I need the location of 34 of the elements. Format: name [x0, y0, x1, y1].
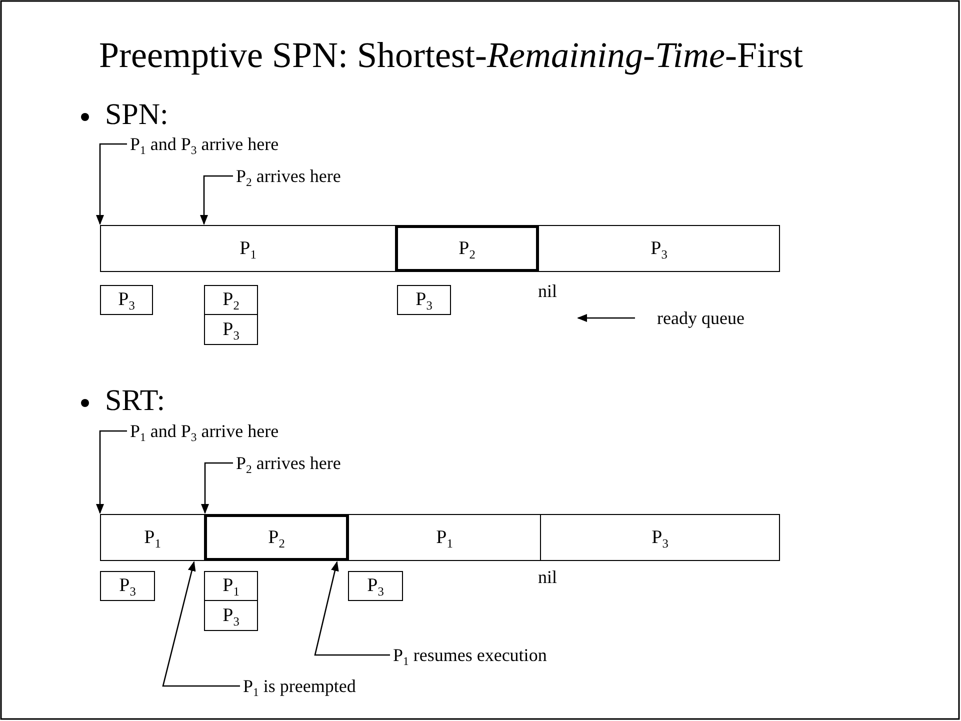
leader-line	[201, 462, 233, 514]
annotation-text: P$_{1}$ resumes execution	[393, 644, 547, 666]
leader-line	[96, 143, 127, 225]
annotation-text: P$_{1}$ and P$_{3}$ arrive here	[130, 420, 279, 442]
queue-end-text: nil	[538, 567, 558, 588]
timeline-segment: P$_{1}$	[348, 514, 541, 561]
annotation-text: ready queue	[657, 307, 744, 329]
timeline-segment: P$_{1}$	[100, 514, 205, 561]
timeline-segment: P$_{3}$	[540, 514, 780, 561]
queue-entry: P$_{3}$	[100, 285, 153, 315]
leader-line	[96, 430, 127, 514]
annotation-text: P$_{2}$ arrives here	[236, 452, 341, 474]
queue-entry: P$_{3}$	[100, 571, 155, 601]
queue-entry: P$_{3}$	[348, 571, 403, 601]
queue-entry: P$_{3}$	[204, 314, 258, 345]
slide-title: Preemptive SPN: Shortest-Remaining-Time-First	[99, 34, 803, 76]
leader-line	[314, 561, 390, 656]
timeline-segment: P$_{2}$	[395, 225, 539, 272]
annotation-text: P$_{1}$ is preempted	[243, 675, 356, 697]
section-heading: SPN:	[105, 98, 168, 132]
section-heading: SRT:	[105, 384, 166, 418]
annotation-text: P$_{2}$ arrives here	[236, 165, 341, 187]
annotation-text: P$_{1}$ and P$_{3}$ arrive here	[130, 133, 279, 155]
arrow	[577, 314, 635, 322]
timeline-segment: P$_{1}$	[100, 225, 396, 272]
leader-line	[162, 561, 240, 687]
leader-line	[200, 175, 233, 225]
timeline-segment: P$_{3}$	[538, 225, 780, 272]
queue-entry: P$_{3}$	[204, 600, 258, 631]
queue-entry: P$_{1}$	[204, 571, 258, 601]
timeline-segment: P$_{2}$	[204, 514, 349, 561]
queue-entry: P$_{2}$	[204, 285, 258, 315]
queue-end-text: nil	[538, 281, 558, 302]
queue-entry: P$_{3}$	[397, 285, 451, 315]
